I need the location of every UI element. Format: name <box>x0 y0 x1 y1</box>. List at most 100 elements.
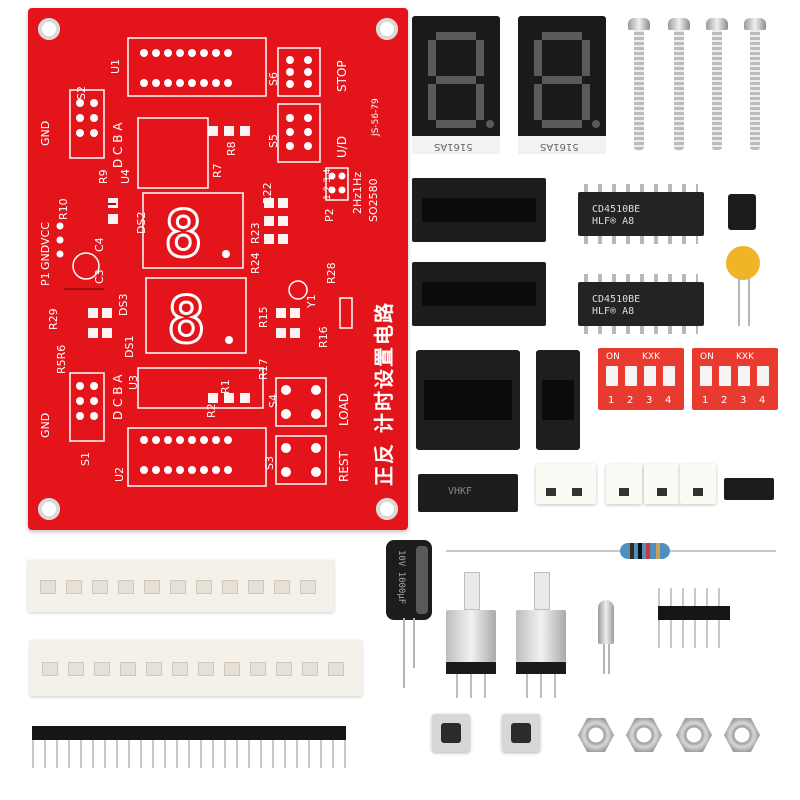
push-switch-right[interactable] <box>516 572 566 698</box>
seven-segment-display-right: 5161AS <box>518 16 606 154</box>
label-r15: R15 <box>257 306 270 328</box>
display-right-label: 5161AS <box>540 141 579 152</box>
label-r5r6: R5R6 <box>55 344 68 374</box>
pin-header-small <box>658 588 730 648</box>
hex-nut <box>724 718 760 752</box>
hex-nut <box>676 718 712 752</box>
dip1-key[interactable] <box>606 366 618 386</box>
label-ud: U/D <box>335 135 349 158</box>
label-ds3: DS3 <box>117 293 130 316</box>
label-r8: R8 <box>225 141 238 156</box>
screw <box>706 18 728 150</box>
label-dcba-top: D C B A <box>111 122 125 168</box>
capacitor-text: 10V 1000µF <box>396 550 406 605</box>
ic-socket-bottom <box>412 262 546 326</box>
pcb-display-outline-bottom: 8 <box>159 283 239 360</box>
smd-component <box>606 464 642 504</box>
smd-resistor-tape-bottom <box>30 640 362 696</box>
dip1-key[interactable] <box>625 366 637 386</box>
dip1-on: ON <box>606 352 620 362</box>
label-ds1: DS1 <box>123 335 136 358</box>
dip2-num: 3 <box>740 395 747 406</box>
ic-top-line2: HLF® A8 <box>592 216 635 227</box>
label-s1: S1 <box>79 452 92 466</box>
hex-nut <box>626 718 662 752</box>
smd-socket-small <box>536 350 580 450</box>
dip-switch-2[interactable]: ON KXK 1 2 3 4 <box>692 348 778 410</box>
ic-bottom-line1: CD4510BE <box>592 294 641 305</box>
dip-switch-1[interactable]: ON KXK 1 2 3 4 <box>598 348 684 410</box>
dip2-on: ON <box>700 352 714 362</box>
label-r7: R7 <box>211 163 224 178</box>
label-c4: C4 <box>93 237 106 252</box>
screw <box>628 18 650 150</box>
resistor-lead <box>446 550 776 552</box>
label-ds2: DS2 <box>135 211 148 234</box>
smd-component <box>644 464 680 504</box>
crystal-oscillator <box>598 600 614 644</box>
label-y1: Y1 <box>305 294 318 308</box>
dip2-key[interactable] <box>700 366 712 386</box>
label-freq: 2Hz1Hz <box>351 171 364 214</box>
label-r10: R10 <box>57 198 70 220</box>
capacitor-lead <box>403 618 405 688</box>
dip2-key[interactable] <box>738 366 750 386</box>
electrolytic-capacitor: 10V 1000µF <box>386 540 432 620</box>
label-s6: S6 <box>267 72 280 86</box>
label-u2: U2 <box>113 466 126 482</box>
label-rest: REST <box>337 451 351 482</box>
smd-ic: VHKF <box>418 474 518 512</box>
crystal-lead <box>603 644 605 674</box>
cap-lead <box>738 278 740 326</box>
label-stop: STOP <box>335 60 349 92</box>
capacitor-lead <box>413 618 415 668</box>
ceramic-capacitor <box>726 246 760 280</box>
svg-text:8: 8 <box>164 198 203 262</box>
label-p2: P2 <box>323 208 336 222</box>
dip1-num: 1 <box>608 395 615 406</box>
tact-switch[interactable] <box>502 714 540 752</box>
push-switch-left[interactable] <box>446 572 496 698</box>
dip2-num: 1 <box>702 395 709 406</box>
label-s3: S3 <box>263 456 276 470</box>
dip2-key[interactable] <box>719 366 731 386</box>
label-code: JS-56-79 <box>371 98 381 136</box>
dip1-num: 4 <box>665 395 672 406</box>
dip1-num: 2 <box>627 395 634 406</box>
label-r24: R24 <box>249 252 262 274</box>
dip1-key[interactable] <box>663 366 675 386</box>
pcb-board: 8 8 U1 S2 S6 S5 S4 S3 S1 STOP U/D LOAD R… <box>28 8 408 530</box>
smd-resistor-tape-top <box>28 560 334 612</box>
pin-header-long <box>32 726 346 768</box>
label-dcba-bottom: D C B A <box>111 374 125 420</box>
cap-lead <box>748 278 750 326</box>
smd-ic-label: VHKF <box>448 486 473 497</box>
label-r22: R22 <box>261 182 274 204</box>
mount-hole <box>376 18 398 40</box>
pcb-silkscreen <box>56 37 353 487</box>
tact-switch[interactable] <box>432 714 470 752</box>
label-r29: R29 <box>47 308 60 330</box>
label-load: LOAD <box>337 393 351 426</box>
screw <box>744 18 766 150</box>
label-gnd-bottom: GND <box>39 412 52 438</box>
dip2-brand: KXK <box>736 352 754 362</box>
label-c3: C3 <box>93 269 106 284</box>
label-s2: S2 <box>75 86 88 100</box>
label-r2: R2 <box>205 403 218 418</box>
label-model: SO2580 <box>367 178 380 222</box>
seven-segment-display-left: 5161AS <box>412 16 500 154</box>
dip2-key[interactable] <box>757 366 769 386</box>
label-r16: R16 <box>317 326 330 348</box>
label-s4: S4 <box>267 394 280 408</box>
label-r1: R1 <box>219 379 232 394</box>
smd-component <box>680 464 716 504</box>
label-r17: R17 <box>257 358 270 380</box>
mount-hole <box>38 498 60 520</box>
dip1-key[interactable] <box>644 366 656 386</box>
mount-hole <box>38 18 60 40</box>
svg-text:8: 8 <box>167 284 206 348</box>
smd-transistor <box>724 478 774 500</box>
